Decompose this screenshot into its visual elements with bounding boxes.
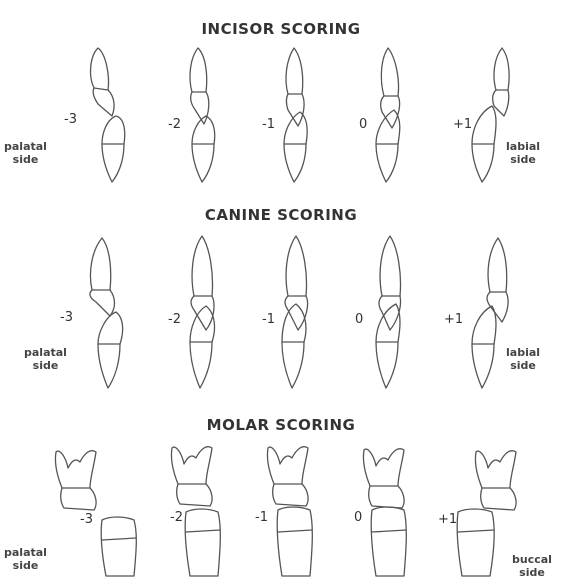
canine-lower-tooth-minus2 <box>184 304 224 390</box>
incisor-labial-side-label: labial side <box>506 140 540 166</box>
molar-scoring-title: MOLAR SCORING <box>0 416 562 434</box>
incisor-palatal-word: palatal <box>4 140 47 153</box>
canine-labial-word: labial <box>506 346 540 359</box>
molar-lower-tooth-minus2 <box>180 506 226 580</box>
canine-lower-tooth-plus1 <box>466 304 506 390</box>
molar-score-minus1: -1 <box>255 510 268 525</box>
molar-upper-tooth-plus1 <box>470 448 528 514</box>
canine-labial-side-word: side <box>506 359 540 372</box>
incisor-labial-word: labial <box>506 140 540 153</box>
canine-lower-tooth-minus1 <box>276 302 316 390</box>
canine-score-0: 0 <box>355 312 363 327</box>
incisor-score-minus2: -2 <box>168 117 181 132</box>
canine-score-minus2: -2 <box>168 312 181 327</box>
incisor-palatal-side-label: palatal side <box>4 140 47 166</box>
incisor-score-minus3: -3 <box>64 112 77 127</box>
molar-score-minus3: -3 <box>80 512 93 527</box>
molar-upper-tooth-0 <box>358 446 416 512</box>
canine-palatal-word: palatal <box>24 346 67 359</box>
incisor-scoring-title: INCISOR SCORING <box>0 20 562 38</box>
molar-buccal-word: buccal <box>512 553 552 566</box>
canine-palatal-side-label: palatal side <box>24 346 67 372</box>
incisor-score-0: 0 <box>359 117 367 132</box>
canine-scoring-title: CANINE SCORING <box>0 206 562 224</box>
molar-palatal-side-word: side <box>4 559 47 572</box>
canine-upper-tooth-minus3 <box>82 236 126 320</box>
incisor-lower-tooth-0 <box>370 108 410 184</box>
canine-lower-tooth-minus3 <box>92 310 132 390</box>
incisor-palatal-side-word: side <box>4 153 47 166</box>
incisor-lower-tooth-minus3 <box>96 114 136 184</box>
canine-labial-side-label: labial side <box>506 346 540 372</box>
molar-palatal-side-label: palatal side <box>4 546 47 572</box>
incisor-labial-side-word: side <box>506 153 540 166</box>
molar-upper-tooth-minus3 <box>50 448 108 514</box>
incisor-upper-tooth-minus3 <box>84 46 124 122</box>
molar-lower-tooth-plus1 <box>452 506 500 580</box>
molar-upper-tooth-minus1 <box>262 444 320 510</box>
canine-palatal-side-word: side <box>24 359 67 372</box>
molar-score-0: 0 <box>354 510 362 525</box>
molar-lower-tooth-minus1 <box>272 504 318 580</box>
canine-score-minus3: -3 <box>60 310 73 325</box>
canine-score-plus1: +1 <box>444 312 463 327</box>
molar-buccal-side-word: side <box>512 566 552 579</box>
molar-buccal-side-label: buccal side <box>512 553 552 579</box>
incisor-lower-tooth-minus1 <box>278 110 318 184</box>
canine-score-minus1: -1 <box>262 312 275 327</box>
molar-palatal-word: palatal <box>4 546 47 559</box>
molar-lower-tooth-0 <box>366 504 412 580</box>
molar-lower-tooth-minus3 <box>96 514 142 580</box>
incisor-lower-tooth-minus2 <box>186 114 226 184</box>
incisor-lower-tooth-plus1 <box>466 104 506 184</box>
canine-lower-tooth-0 <box>370 302 410 390</box>
incisor-score-minus1: -1 <box>262 117 275 132</box>
molar-upper-tooth-minus2 <box>166 444 224 510</box>
